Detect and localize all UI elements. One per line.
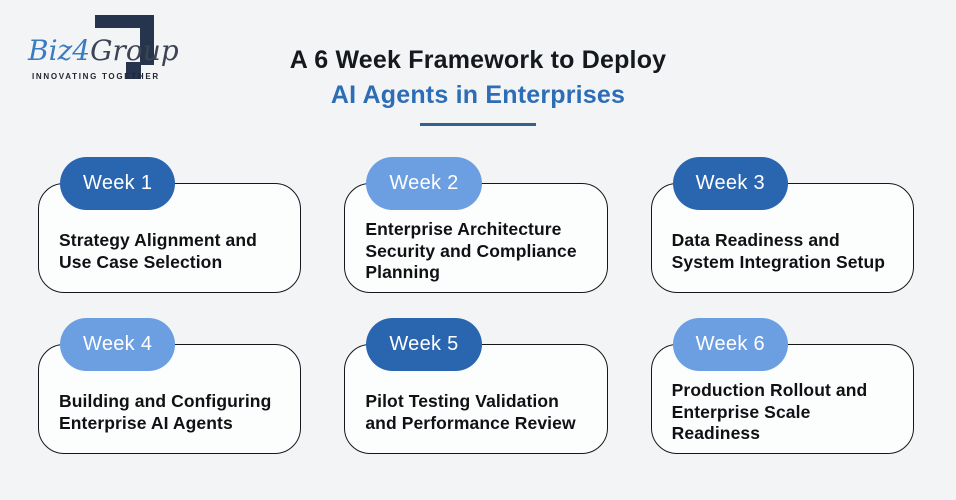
week-description: Pilot Testing Validation and Performance… (365, 391, 576, 433)
logo-wordmark: Biz4Group (28, 36, 179, 66)
logo-wordmark-blue: Biz4 (28, 34, 91, 67)
week-card-text: Enterprise Architecture Security and Com… (345, 211, 606, 292)
week-cell: Week 3 Data Readiness and System Integra… (650, 157, 914, 293)
week-pill: Week 3 (672, 157, 788, 210)
week-pill: Week 5 (366, 318, 482, 371)
week-cell: Week 2 Enterprise Architecture Security … (344, 157, 608, 293)
week-pill-label: Week 3 (695, 172, 765, 194)
week-description: Enterprise Architecture Security and Com… (365, 219, 577, 283)
logo-bracket-icon (126, 62, 141, 79)
week-card-text: Strategy Alignment and Use Case Selectio… (39, 211, 300, 292)
page-title-line2: AI Agents in Enterprises (330, 81, 626, 109)
week-card-text: Production Rollout and Enterprise Scale … (652, 372, 913, 453)
logo-wordmark-dark: Group (90, 34, 179, 67)
week-card-text: Data Readiness and System Integration Se… (652, 211, 913, 292)
week-description: Data Readiness and System Integration Se… (671, 230, 886, 272)
biz4group-logo: Biz4Group INNOVATING TOGETHER (28, 12, 179, 92)
week-cell: Week 6 Production Rollout and Enterprise… (650, 318, 914, 454)
week-description: Production Rollout and Enterprise Scale … (671, 380, 868, 444)
week-pill-label: Week 1 (83, 172, 153, 194)
week-pill: Week 4 (60, 318, 176, 371)
week-description: Strategy Alignment and Use Case Selectio… (59, 230, 257, 272)
week-pill-label: Week 6 (695, 333, 765, 355)
week-card: Enterprise Architecture Security and Com… (344, 183, 608, 293)
week-pill: Week 1 (60, 157, 176, 210)
title-underline (420, 123, 536, 126)
logo-tagline: INNOVATING TOGETHER (32, 72, 160, 81)
week-pill: Week 6 (672, 318, 788, 371)
page-title-line1: A 6 Week Framework to Deploy (289, 46, 667, 74)
week-card-text: Pilot Testing Validation and Performance… (345, 372, 606, 453)
week-card: Strategy Alignment and Use Case Selectio… (38, 183, 302, 293)
week-cell: Week 5 Pilot Testing Validation and Perf… (344, 318, 608, 454)
week-description: Building and Configuring Enterprise AI A… (59, 391, 272, 433)
page-header: A 6 Week Framework to Deploy AI Agents i… (0, 46, 956, 126)
logo-bracket-icon (95, 15, 153, 28)
week-cell: Week 4 Building and Configuring Enterpri… (38, 318, 302, 454)
week-pill-label: Week 4 (83, 333, 153, 355)
logo-bracket-icon (140, 15, 154, 65)
week-card-text: Building and Configuring Enterprise AI A… (39, 372, 300, 453)
week-pill-label: Week 2 (389, 172, 459, 194)
week-pill: Week 2 (366, 157, 482, 210)
week-pill-label: Week 5 (389, 333, 459, 355)
week-cell: Week 1 Strategy Alignment and Use Case S… (38, 157, 302, 293)
weeks-grid: Week 1 Strategy Alignment and Use Case S… (38, 157, 914, 454)
